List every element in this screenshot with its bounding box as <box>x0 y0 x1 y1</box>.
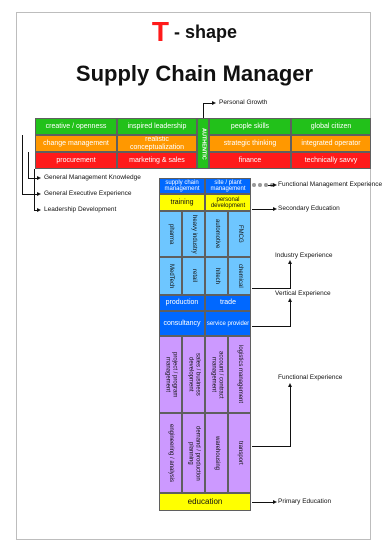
cell-marketing: marketing & sales <box>117 152 197 169</box>
cell-people: people skills <box>209 118 291 135</box>
cell-personal-dev: personal development <box>205 194 251 211</box>
title-letter: T <box>151 16 170 47</box>
annot-functional-mgmt: Functional Management Experience <box>278 181 383 188</box>
cell-training: training <box>159 194 205 211</box>
cell-global: global citizen <box>291 118 371 135</box>
dot-icon <box>252 183 256 187</box>
industry-exp-arrowhead <box>288 260 292 264</box>
annot-personal-growth: Personal Growth <box>219 99 268 106</box>
cell-func-transport: transport <box>228 413 251 493</box>
title-line-1: T - shape <box>0 16 389 48</box>
cell-strategic: strategic thinking <box>209 135 291 152</box>
cell-authentic: AUTHENTIC <box>197 118 209 169</box>
cell-realistic: realistic conceptualization <box>117 135 197 152</box>
vertical-exp-riser <box>290 302 291 327</box>
industry-exp-riser <box>290 264 291 289</box>
cell-industry-chemical: chemical <box>228 257 251 295</box>
cell-industry-fmcg: FMCG <box>228 211 251 257</box>
cell-industry-medtech: MedTech <box>159 257 182 295</box>
title-suffix: - shape <box>169 22 238 42</box>
cell-func-demand: demand / production planning <box>182 413 205 493</box>
dot-icon <box>264 183 268 187</box>
vertical-exp-line <box>252 326 291 327</box>
cell-industry-pharma: pharma <box>159 211 182 257</box>
cell-industry-retail: retail <box>182 257 205 295</box>
general-exec-line <box>22 194 37 195</box>
cell-consultancy: consultancy <box>159 311 205 336</box>
general-mgmt-line <box>28 178 37 179</box>
leadership-connector <box>34 169 35 210</box>
cell-func-account: account / contract management <box>205 336 228 413</box>
personal-growth-connector <box>203 103 204 118</box>
cell-tech: technically savvy <box>291 152 371 169</box>
functional-exp-riser <box>290 387 291 447</box>
annot-functional-exp: Functional Experience <box>278 374 343 381</box>
slide-frame <box>16 12 371 540</box>
functional-exp-line <box>252 446 291 447</box>
annot-primary-edu: Primary Education <box>278 498 332 505</box>
functional-mgmt-line <box>268 185 273 186</box>
cell-production: production <box>159 295 205 311</box>
cell-creative: creative / openness <box>35 118 117 135</box>
personal-growth-arrowhead <box>212 101 216 105</box>
cell-func-warehousing: warehousing <box>205 413 228 493</box>
primary-edu-line <box>252 502 273 503</box>
cell-education: education <box>159 493 251 511</box>
annot-leadership: Leadership Development <box>44 206 117 213</box>
cell-func-logistics: logistics management <box>228 336 251 413</box>
annot-industry-exp: Industry Experience <box>275 252 333 259</box>
secondary-edu-line <box>252 209 273 210</box>
cell-finance: finance <box>209 152 291 169</box>
cell-procurement: procurement <box>35 152 117 169</box>
general-mgmt-connector <box>28 152 29 178</box>
cell-industry-heavy: heavy industry <box>182 211 205 257</box>
general-mgmt-arrowhead <box>37 176 41 180</box>
functional-mgmt-arrowhead <box>273 183 277 187</box>
cell-trade: trade <box>205 295 251 311</box>
cell-func-project: project / program management <box>159 336 182 413</box>
primary-edu-arrowhead <box>273 500 277 504</box>
annot-vertical-exp: Vertical Experience <box>275 290 331 297</box>
dot-icon <box>258 183 262 187</box>
annot-general-exec: General Executive Experience <box>44 190 132 197</box>
cell-site-mgmt: site / plant management <box>205 178 251 194</box>
cell-func-engineering: engineering / analysis <box>159 413 182 493</box>
title-line-2: Supply Chain Manager <box>75 61 314 86</box>
general-exec-connector <box>22 135 23 194</box>
industry-exp-line <box>252 288 291 289</box>
cell-service: service provider <box>205 311 251 336</box>
secondary-edu-arrowhead <box>273 207 277 211</box>
cell-inspired: inspired leadership <box>117 118 197 135</box>
cell-sc-mgmt: supply chain management <box>159 178 205 194</box>
functional-exp-arrowhead <box>288 383 292 387</box>
cell-func-sales: sales / business development <box>182 336 205 413</box>
cell-change: change management <box>35 135 117 152</box>
cell-industry-automotive: automotive <box>205 211 228 257</box>
cell-integrated: integrated operator <box>291 135 371 152</box>
leadership-line <box>34 210 37 211</box>
vertical-exp-arrowhead <box>288 298 292 302</box>
leadership-arrowhead <box>37 208 41 212</box>
personal-growth-line <box>203 103 213 104</box>
annot-general-mgmt: General Management Knowledge <box>44 174 141 181</box>
annot-secondary-edu: Secondary Education <box>278 205 340 212</box>
general-exec-arrowhead <box>37 192 41 196</box>
cell-industry-hitech: hitech <box>205 257 228 295</box>
